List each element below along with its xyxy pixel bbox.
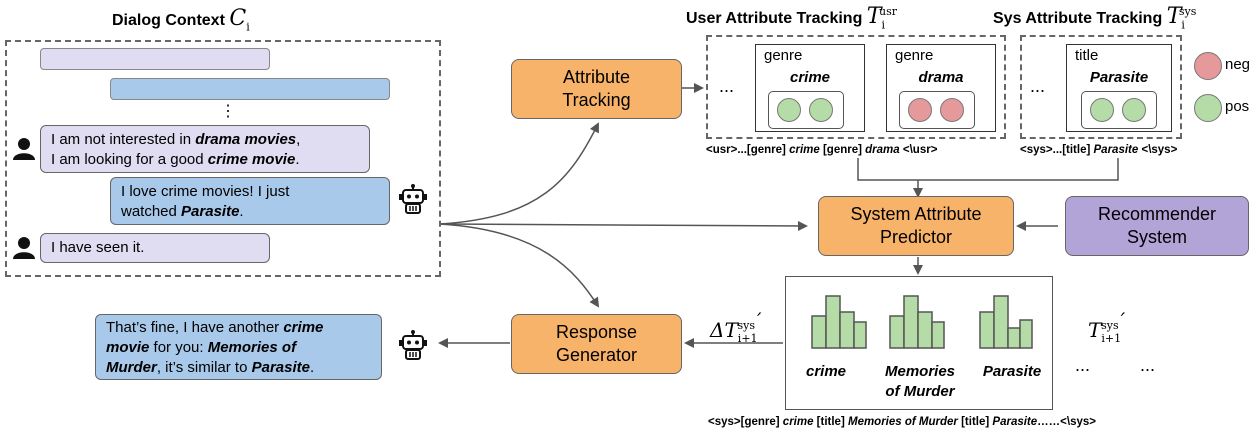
pos-dot: [777, 98, 801, 122]
bar: [839, 311, 855, 349]
user-avatar-icon: [13, 237, 35, 259]
hist-label-crime: crime: [805, 363, 847, 380]
dialog-symbol: Ci: [229, 6, 250, 34]
placeholder-system-bubble: [110, 78, 390, 100]
sys-tracking-symbol: Tisys: [1166, 4, 1197, 32]
card-type: genre: [764, 47, 803, 64]
attribute-tracking-label: Attribute Tracking: [562, 67, 631, 110]
robot-icon: [399, 330, 427, 360]
bar: [979, 311, 995, 349]
neg-dot: [940, 98, 964, 122]
legend-pos-dot: [1194, 94, 1222, 122]
dialog-context-title: Dialog Context Ci: [112, 6, 250, 33]
bar: [1019, 319, 1033, 349]
bar: [917, 311, 933, 349]
attribute-card: genre drama: [886, 44, 996, 132]
pos-dot: [1122, 98, 1146, 122]
bar: [853, 321, 867, 349]
response-generator-label: Response Generator: [555, 322, 638, 365]
attribute-card: genre crime: [755, 44, 865, 132]
polarity-pill: [1081, 91, 1157, 129]
card-type: title: [1075, 47, 1099, 64]
ellipsis: ...: [1075, 355, 1091, 375]
arrow-to-predictor: [439, 220, 808, 231]
recommender-system-module: Recommender System: [1065, 196, 1249, 256]
attribute-card: title Parasite: [1066, 44, 1172, 132]
system-message-1: I love crime movies! I just watched Para…: [110, 177, 390, 225]
predictor-label: System Attribute Predictor: [850, 204, 982, 247]
pos-dot: [1090, 98, 1114, 122]
delta-symbol: ΔTi+1sys′: [710, 308, 762, 345]
dialog-ellipsis: ⋮: [220, 103, 236, 120]
bar: [811, 315, 827, 349]
robot-icon: [399, 184, 427, 214]
polarity-pill: [899, 91, 975, 129]
bar: [889, 315, 905, 349]
card-value: crime: [789, 69, 831, 86]
sys-tracking-title: Sys Attribute Tracking Tisys: [993, 4, 1202, 31]
bar: [931, 321, 945, 349]
sys-tracking-ellipsis: ...: [1030, 76, 1046, 96]
card-type: genre: [895, 47, 934, 64]
bar: [993, 295, 1009, 349]
sys-tracking-caption: <sys>...[title] Parasite <\sys>: [1020, 144, 1178, 156]
response-message: That’s fine, I have another crime movie …: [95, 314, 382, 380]
pos-dot: [809, 98, 833, 122]
user-avatar-icon: [13, 138, 35, 160]
attribute-tracking-module: Attribute Tracking: [511, 59, 682, 119]
placeholder-user-bubble: [40, 48, 270, 70]
user-tracking-ellipsis: ...: [719, 76, 735, 96]
polarity-pill: [768, 91, 844, 129]
response-generator-module: Response Generator: [511, 314, 682, 374]
legend-neg-label: neg: [1225, 56, 1251, 73]
hist-label-parasite: Parasite: [982, 363, 1042, 380]
user-tracking-caption: <usr>...[genre] crime [genre] drama <\us…: [706, 144, 938, 156]
recommender-label: Recommender System: [1097, 204, 1217, 247]
arrow-to-attribute-tracking: [439, 122, 599, 225]
dialog-context-box: [5, 40, 441, 277]
bar: [1007, 327, 1021, 349]
user-message-1: I am not interested in drama movies, I a…: [40, 125, 370, 173]
arrow-to-response-generator: [439, 223, 600, 308]
bar: [903, 295, 919, 349]
predicted-attributes-box: [785, 276, 1053, 410]
ellipsis: ...: [1140, 355, 1156, 375]
user-message-2: I have seen it.: [40, 233, 270, 263]
user-tracking-title: User Attribute Tracking Tiusr: [686, 4, 903, 31]
card-value: drama: [918, 69, 964, 86]
neg-dot: [908, 98, 932, 122]
legend-neg-dot: [1194, 52, 1222, 80]
legend-pos-label: pos: [1225, 98, 1250, 115]
card-value: Parasite: [1089, 69, 1149, 86]
system-attribute-predictor-module: System Attribute Predictor: [818, 196, 1014, 256]
histogram-set: [811, 295, 1033, 349]
bar: [825, 295, 841, 349]
line-sys-caption-down: [918, 158, 1119, 181]
user-tracking-box: [706, 35, 1006, 139]
prediction-caption: <sys>[genre] crime [title] Memories of M…: [708, 416, 1096, 428]
line-user-caption-down: [857, 158, 918, 181]
sys-tracking-box: [1020, 35, 1182, 139]
dialog-title-text: Dialog Context: [112, 12, 225, 29]
next-symbol: Ti+1sys′: [1088, 308, 1126, 345]
user-tracking-symbol: Tiusr: [866, 4, 898, 32]
